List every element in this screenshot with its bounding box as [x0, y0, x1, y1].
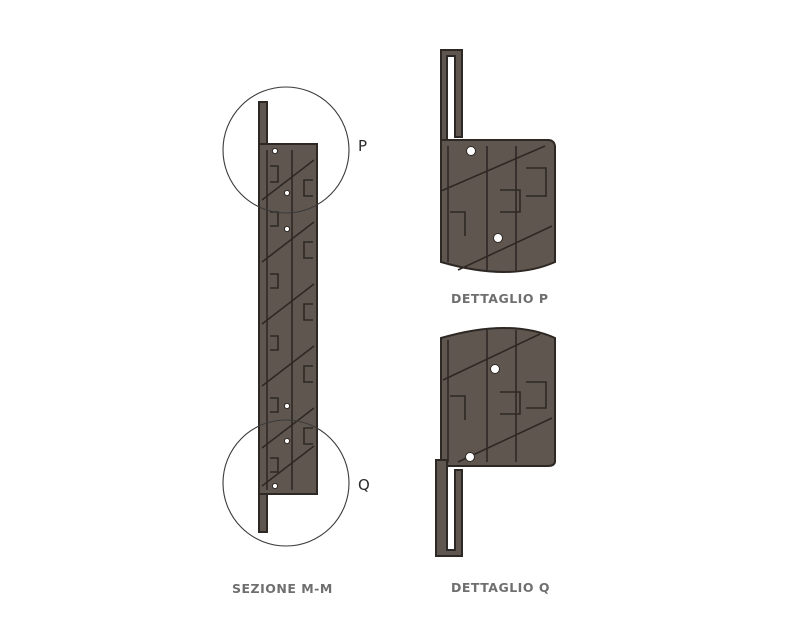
detail-q-body	[440, 327, 556, 467]
detail-q-internal-ribs	[442, 330, 553, 463]
detail-q: DETTAGLIO Q	[435, 327, 556, 595]
section-m-m: P Q SEZIONE M-M	[222, 86, 370, 596]
detail-q-caption: DETTAGLIO Q	[451, 580, 550, 595]
detail-q-hole-upper	[490, 364, 500, 374]
section-flange-top	[258, 101, 268, 147]
section-hole	[283, 189, 291, 197]
section-hole	[283, 225, 291, 233]
detail-p: DETTAGLIO P	[440, 49, 556, 306]
section-internal-ribs	[261, 150, 315, 490]
detail-q-flange	[435, 459, 463, 557]
detail-circle-p	[222, 86, 350, 214]
detail-p-flange	[440, 49, 463, 143]
section-flange-bottom	[258, 489, 268, 533]
detail-p-hole-lower	[493, 233, 503, 243]
section-caption: SEZIONE M-M	[232, 581, 333, 596]
detail-p-internal-ribs	[440, 145, 553, 272]
marker-q: Q	[358, 476, 370, 494]
detail-q-hole-lower	[465, 452, 475, 462]
detail-p-body	[440, 139, 556, 273]
detail-p-hole-upper	[466, 146, 476, 156]
marker-p: P	[358, 137, 367, 155]
section-hole	[271, 147, 279, 155]
detail-circle-q	[222, 419, 350, 547]
detail-p-caption: DETTAGLIO P	[451, 291, 548, 306]
section-hole	[271, 482, 279, 490]
section-hole	[283, 402, 291, 410]
section-hole	[283, 437, 291, 445]
